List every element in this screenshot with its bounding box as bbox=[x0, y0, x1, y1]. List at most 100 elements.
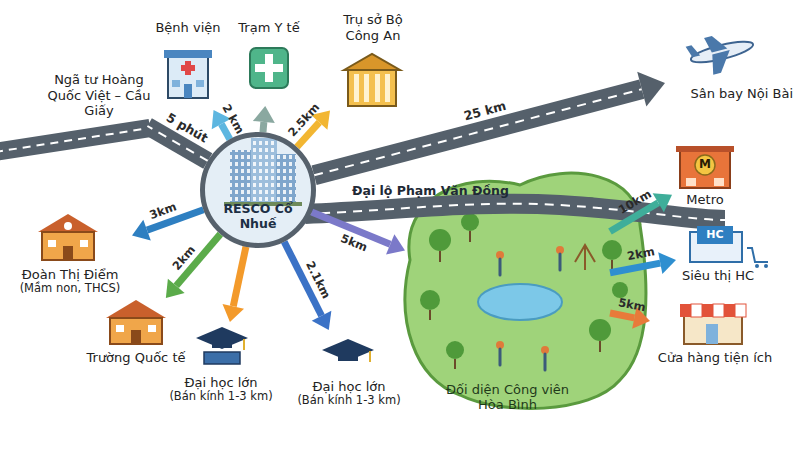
convenience-store-icon bbox=[680, 304, 735, 317]
distance-label: 2.5km bbox=[286, 101, 322, 139]
metro-station-icon bbox=[714, 178, 724, 186]
school-icon bbox=[106, 300, 166, 318]
destination-node: Sân bay Nội Bài bbox=[665, 28, 795, 104]
distance-label: 3km bbox=[148, 200, 178, 221]
airplane-icon bbox=[686, 44, 701, 59]
place-name: Sân bay Nội Bài bbox=[690, 86, 793, 102]
metro-sign: M bbox=[699, 158, 711, 171]
park-illustration bbox=[599, 341, 601, 352]
clinic-icon bbox=[255, 64, 283, 72]
supermarket-icon bbox=[747, 248, 768, 262]
arrow-head bbox=[653, 193, 672, 212]
supermarket-icon bbox=[697, 226, 733, 244]
park-illustration bbox=[559, 254, 562, 270]
arrow-head bbox=[166, 279, 185, 298]
hospital-icon bbox=[184, 84, 192, 98]
police-hq-icon bbox=[354, 74, 359, 102]
convenience-store-icon bbox=[691, 304, 702, 317]
park-illustration bbox=[461, 213, 479, 231]
hospital-icon bbox=[196, 80, 204, 87]
park-illustration bbox=[544, 354, 547, 370]
graduation-cap-icon bbox=[322, 339, 374, 362]
graduation-cap-icon bbox=[212, 340, 232, 348]
distance-arrow bbox=[312, 212, 405, 254]
school-icon bbox=[148, 325, 156, 332]
arrow-head bbox=[658, 252, 676, 274]
hospital-icon bbox=[164, 50, 212, 58]
distance-label: 2.1km bbox=[303, 260, 332, 301]
destination-node: Đối diện Công viên Hòa Bình bbox=[405, 170, 610, 415]
apartment-illustration bbox=[251, 138, 277, 204]
convenience-store-icon bbox=[691, 304, 746, 317]
road-name: Đại lộ Phạm Văn Đồng bbox=[352, 184, 509, 198]
place-name: Cửa hàng tiện ích bbox=[658, 350, 772, 366]
place-note: (Bán kính 1-3 km) bbox=[169, 390, 272, 404]
arrow-head bbox=[312, 311, 332, 330]
park-illustration bbox=[446, 341, 464, 359]
convenience-store-icon bbox=[680, 304, 691, 317]
airplane-icon bbox=[704, 33, 727, 53]
destination-node: Đại học lớn(Bán kính 1-3 km) bbox=[162, 322, 280, 406]
school-icon bbox=[63, 246, 73, 260]
apartment-illustration bbox=[202, 134, 314, 246]
clinic-icon bbox=[250, 48, 288, 88]
destination-node: Cửa hàng tiện ích bbox=[650, 300, 780, 368]
park-illustration bbox=[500, 254, 560, 370]
hospital-icon bbox=[181, 65, 195, 71]
supermarket-icon bbox=[690, 226, 768, 268]
apartment-illustration bbox=[202, 134, 314, 246]
police-hq-icon bbox=[344, 54, 400, 106]
graduation-cap-icon bbox=[196, 327, 248, 349]
arrow-head bbox=[222, 304, 244, 322]
place-name: Đối diện Công viên Hòa Bình bbox=[433, 382, 583, 413]
destination-node: Bệnh viện bbox=[150, 18, 226, 110]
place-note: (Mầm non, THCS) bbox=[20, 282, 121, 296]
arrow-head bbox=[637, 72, 665, 107]
apartment-illustration bbox=[276, 154, 296, 204]
destination-node: Trường Quốc tế bbox=[84, 298, 188, 368]
school-icon bbox=[131, 330, 141, 344]
apartment-illustration bbox=[251, 138, 277, 204]
hospital-icon bbox=[168, 54, 208, 98]
place-note: (Bán kính 1-3 km) bbox=[297, 394, 400, 408]
school-icon bbox=[48, 240, 56, 247]
park-illustration bbox=[499, 259, 502, 275]
park-illustration bbox=[499, 349, 502, 365]
convenience-store-icon bbox=[713, 304, 724, 317]
arrow-shaft bbox=[233, 247, 246, 307]
distance-arrow bbox=[166, 234, 220, 298]
convenience-store-icon bbox=[735, 304, 746, 317]
convenience-store-icon bbox=[702, 304, 713, 317]
graduation-cap-icon bbox=[243, 339, 245, 350]
project-circle: RESCO Cổ Nhuế bbox=[200, 132, 316, 248]
police-hq-icon bbox=[354, 74, 390, 102]
distance-label: 2 km bbox=[219, 102, 245, 136]
place-name: Trường Quốc tế bbox=[87, 350, 186, 366]
arrow-shaft bbox=[221, 124, 230, 139]
place-name: Đại học lớn bbox=[184, 375, 257, 391]
park-illustration bbox=[420, 197, 628, 359]
park-illustration bbox=[602, 240, 622, 260]
graduation-cap-icon bbox=[204, 352, 240, 364]
place-name: Trụ sở Bộ Công An bbox=[332, 12, 414, 43]
school-icon bbox=[64, 222, 72, 230]
park-illustration bbox=[575, 245, 595, 270]
road bbox=[0, 128, 150, 152]
park-illustration bbox=[429, 229, 451, 251]
school-icon bbox=[38, 214, 98, 232]
park-illustration bbox=[439, 251, 441, 262]
park-illustration bbox=[454, 359, 456, 369]
distance-label: 5 phút bbox=[163, 110, 210, 145]
distance-label: 5km bbox=[618, 296, 648, 314]
distance-label: 2km bbox=[170, 243, 198, 272]
police-hq-icon bbox=[344, 54, 400, 70]
graduation-cap-icon bbox=[322, 339, 374, 361]
place-name: Siêu thị HC bbox=[682, 268, 754, 284]
school-icon bbox=[38, 214, 98, 260]
airplane-icon bbox=[708, 50, 734, 75]
park-illustration bbox=[429, 310, 431, 320]
school-icon bbox=[80, 240, 88, 247]
